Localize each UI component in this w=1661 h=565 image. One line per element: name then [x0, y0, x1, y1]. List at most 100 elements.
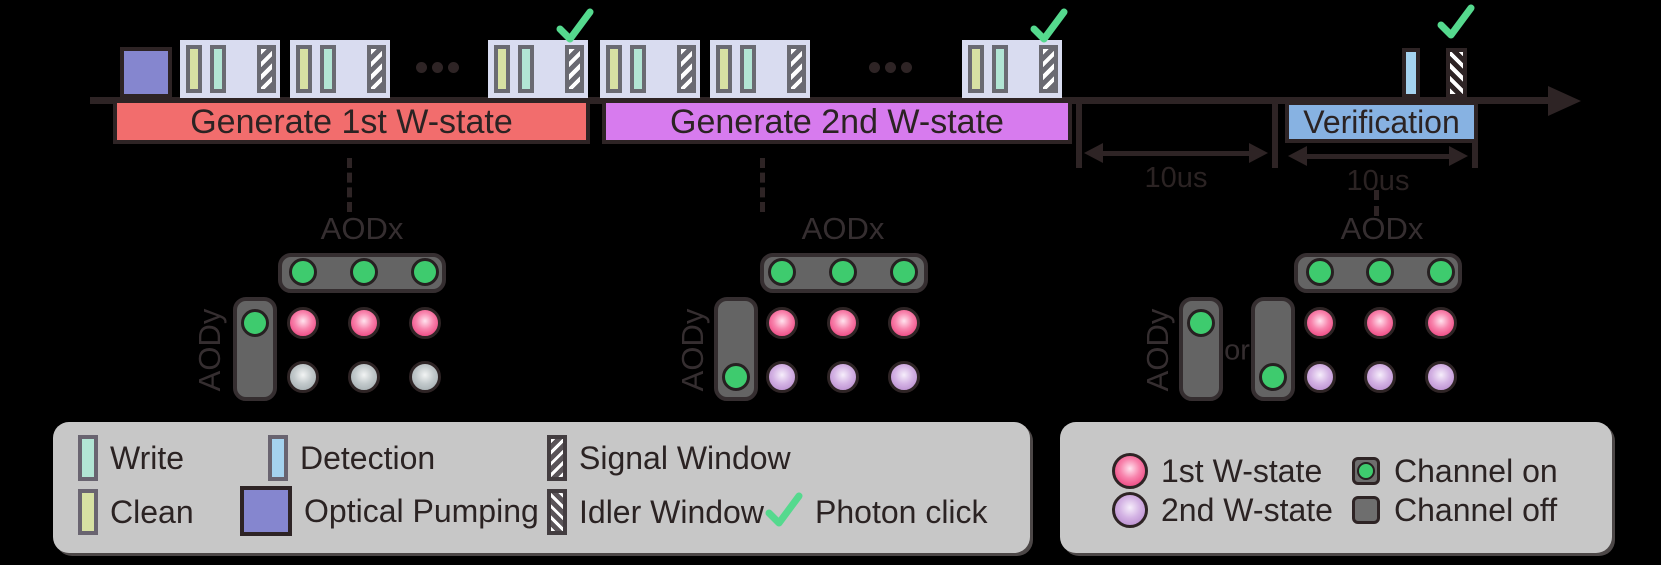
pulse-group: [710, 40, 810, 98]
channel-on-swatch-icon: [1352, 457, 1380, 485]
aodx-channel-on-dot: [350, 258, 378, 286]
legend-label: Clean: [110, 494, 194, 530]
signal-window-swatch-icon: [547, 435, 567, 481]
legend-label: Channel on: [1394, 453, 1558, 489]
legend-label: Signal Window: [579, 440, 791, 476]
gap-duration-label: 10us: [1144, 162, 1208, 194]
atom-w1-dot: [1304, 307, 1336, 339]
connector-dash-3: [1374, 190, 1379, 216]
detection-swatch-icon: [268, 435, 288, 481]
ellipsis-dot: [448, 62, 459, 73]
signal-window-pulse: [367, 45, 386, 93]
atom-w2-dot: [766, 361, 798, 393]
legend-item-1st-w-state: 1st W-state: [1112, 453, 1322, 489]
aodx-label-2: AODx: [801, 211, 885, 246]
aodx-channel-on-dot: [411, 258, 439, 286]
signal-window-pulse: [677, 45, 696, 93]
aodx-channel-on-dot: [1306, 258, 1334, 286]
verification-end-tick: [1472, 143, 1478, 168]
aody-label-1: AODy: [192, 308, 227, 392]
atom-w2-dot: [1364, 361, 1396, 393]
atom-w1-dot: [287, 307, 319, 339]
aodx-channel-on-dot: [1427, 258, 1455, 286]
ellipsis-dot: [416, 62, 427, 73]
aody-channel-on-dot: [241, 309, 269, 337]
atom-w2-dot: [888, 361, 920, 393]
legend-item-2nd-w-state: 2nd W-state: [1112, 492, 1333, 528]
pulse-group: [180, 40, 280, 98]
photon-click-check-icon: [556, 8, 594, 49]
verification-arrow-right-head-icon: [1449, 146, 1468, 166]
atom-w2-dot: [1425, 361, 1457, 393]
pulse-group: [962, 40, 1062, 98]
aody-bar: [1251, 297, 1295, 401]
gap-tick-right: [1272, 100, 1278, 168]
atom-w1-dot: [348, 307, 380, 339]
connector-dash-2: [760, 158, 765, 212]
banner-label: Generate 1st W-state: [190, 102, 513, 141]
aodx-channel-on-dot: [829, 258, 857, 286]
aodx-channel-on-dot: [890, 258, 918, 286]
legend-item-clean: Clean: [78, 489, 194, 535]
clean-swatch-icon: [78, 489, 98, 535]
ellipsis-dot: [885, 62, 896, 73]
legend-item-write: Write: [78, 435, 184, 481]
channel-off-swatch-icon: [1352, 496, 1380, 524]
write-swatch-icon: [78, 435, 98, 481]
aody-channel-on-dot: [1259, 363, 1287, 391]
2nd-w-state-dot-icon: [1112, 492, 1148, 528]
write-pulse: [518, 45, 534, 93]
optical-pumping-pulse: [120, 47, 172, 98]
legend-item-channel-on: Channel on: [1352, 454, 1558, 488]
write-pulse: [992, 45, 1008, 93]
clean-pulse: [606, 45, 622, 93]
atom-w1-dot: [766, 307, 798, 339]
gap-arrow-line: [1100, 151, 1252, 156]
legend-item-photon-click: Photon click: [765, 491, 988, 533]
pulse-group: [600, 40, 700, 98]
connector-dash-1: [347, 158, 352, 212]
banner-label: Verification: [1303, 104, 1460, 140]
write-pulse: [630, 45, 646, 93]
1st-w-state-dot-icon: [1112, 453, 1148, 489]
aodx-label-3: AODx: [1340, 211, 1424, 246]
banner-label: Generate 2nd W-state: [670, 102, 1004, 141]
aody-label-2: AODy: [675, 308, 710, 392]
photon-click-check-icon: [1030, 8, 1068, 49]
banner-verification: Verification: [1285, 101, 1478, 143]
atom-w1-dot: [827, 307, 859, 339]
signal-window-pulse: [1039, 45, 1058, 93]
photon-click-check-icon: [765, 492, 803, 533]
verification-arrow-line: [1304, 154, 1452, 159]
legend-label: 1st W-state: [1161, 453, 1323, 489]
atom-channel-off-dot: [409, 361, 441, 393]
banner-generate-1st-w-state: Generate 1st W-state: [113, 99, 590, 144]
aody-channel-on-dot: [1187, 309, 1215, 337]
timeline-arrowhead-icon: [1548, 86, 1581, 116]
legend-label: Channel off: [1394, 492, 1558, 528]
aodx-channel-on-dot: [768, 258, 796, 286]
legend-item-idler-window: Idler Window: [547, 489, 764, 535]
atom-w1-dot: [1425, 307, 1457, 339]
channel-on-dot-icon: [1357, 462, 1375, 480]
signal-window-pulse: [787, 45, 806, 93]
gap-tick-left: [1076, 100, 1082, 168]
gap-arrow-right-head-icon: [1249, 143, 1268, 163]
signal-window-pulse: [565, 45, 584, 93]
or-label: or: [1224, 334, 1250, 367]
signal-window-pulse: [257, 45, 276, 93]
legend-item-detection: Detection: [268, 435, 435, 481]
ellipsis-dot: [432, 62, 443, 73]
pulse-group: [488, 40, 588, 98]
clean-pulse: [494, 45, 510, 93]
write-pulse: [210, 45, 226, 93]
write-pulse: [740, 45, 756, 93]
aody-channel-on-dot: [722, 363, 750, 391]
aodx-label-1: AODx: [320, 211, 404, 246]
aodx-channel-on-dot: [289, 258, 317, 286]
ellipsis-dot: [901, 62, 912, 73]
banner-generate-2nd-w-state: Generate 2nd W-state: [602, 99, 1072, 144]
legend-item-channel-off: Channel off: [1352, 493, 1557, 527]
atom-channel-off-dot: [287, 361, 319, 393]
legend-label: Photon click: [815, 494, 988, 530]
